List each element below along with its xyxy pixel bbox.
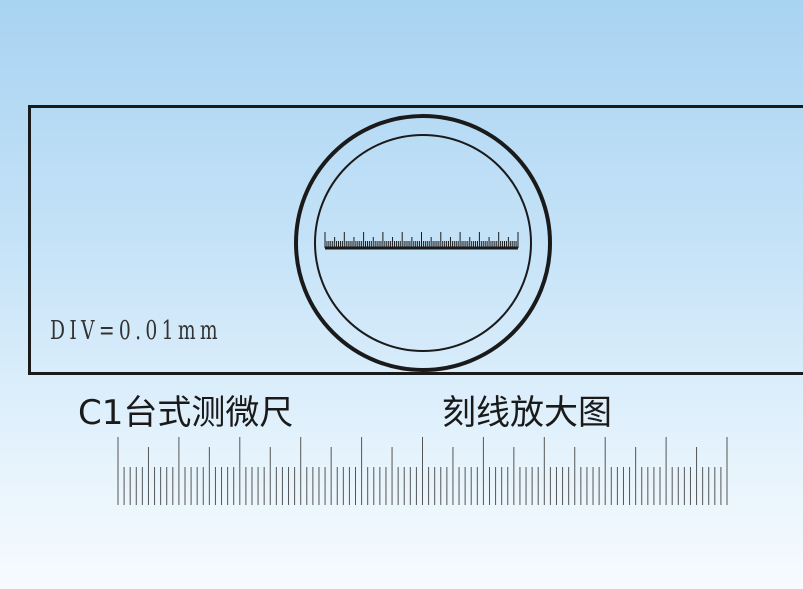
caption-subtitle: 刻线放大图 bbox=[442, 393, 612, 433]
glass-slide-outline bbox=[28, 105, 803, 375]
division-value-label: DIV=0.01mm bbox=[50, 316, 223, 346]
lens-outer-ring bbox=[294, 114, 552, 372]
caption: C1台式测微尺 刻线放大图 bbox=[78, 385, 698, 435]
caption-title: C1台式测微尺 bbox=[78, 393, 294, 433]
lens-inner-ring bbox=[314, 134, 532, 352]
magnified-scale bbox=[117, 437, 728, 505]
small-scale-in-lens bbox=[324, 232, 519, 250]
